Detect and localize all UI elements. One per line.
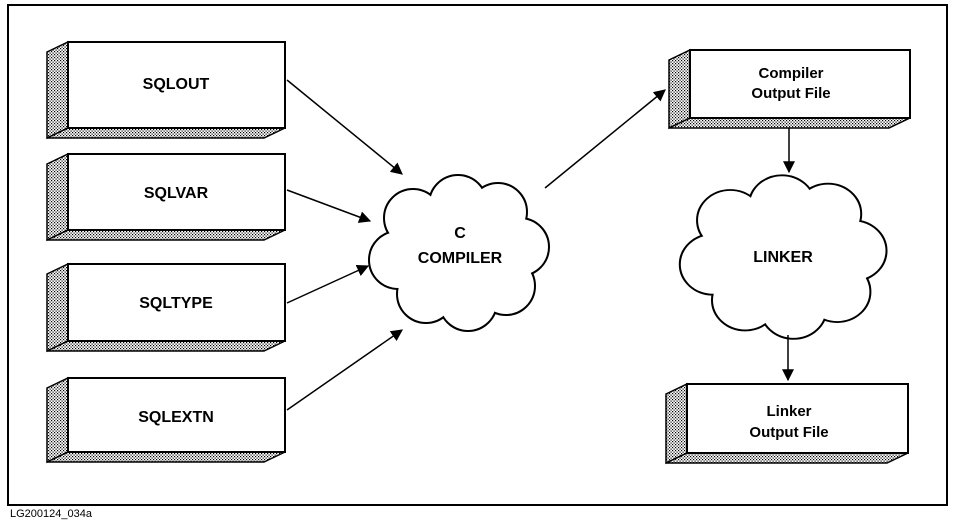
linker-output-box: Linker Output File [665, 382, 909, 465]
diagram-frame [7, 4, 948, 506]
input-label-sqlextn: SQLEXTN [138, 409, 214, 426]
input-label-sqlvar: SQLVAR [144, 185, 209, 202]
linker-output-label-1: Linker [766, 403, 811, 420]
arrow-sqlvar-to-compiler [286, 189, 372, 223]
arrow-sqlout-to-compiler [286, 79, 403, 175]
arrow-compiler-to-output [544, 89, 666, 189]
compiler-label-c: C [454, 225, 466, 242]
compiler-output-label-1: Compiler [758, 65, 823, 82]
figure-id: LG200124_034a [10, 508, 93, 520]
input-box-sqlvar: SQLVAR [46, 152, 286, 242]
compiler-label: COMPILER [418, 250, 503, 267]
linker-output-label-2: Output File [749, 424, 828, 441]
input-box-sqlextn: SQLEXTN [46, 376, 286, 464]
compiler-output-box: Compiler Output File [668, 48, 911, 130]
compiler-output-label-2: Output File [751, 85, 830, 102]
linker-label: LINKER [753, 249, 813, 266]
arrow-sqlextn-to-compiler [286, 329, 403, 411]
input-box-sqltype: SQLTYPE [46, 262, 286, 353]
input-label-sqlout: SQLOUT [143, 76, 210, 93]
input-box-sqlout: SQLOUT [46, 40, 286, 140]
arrow-sqltype-to-compiler [286, 265, 370, 304]
input-label-sqltype: SQLTYPE [139, 295, 213, 312]
